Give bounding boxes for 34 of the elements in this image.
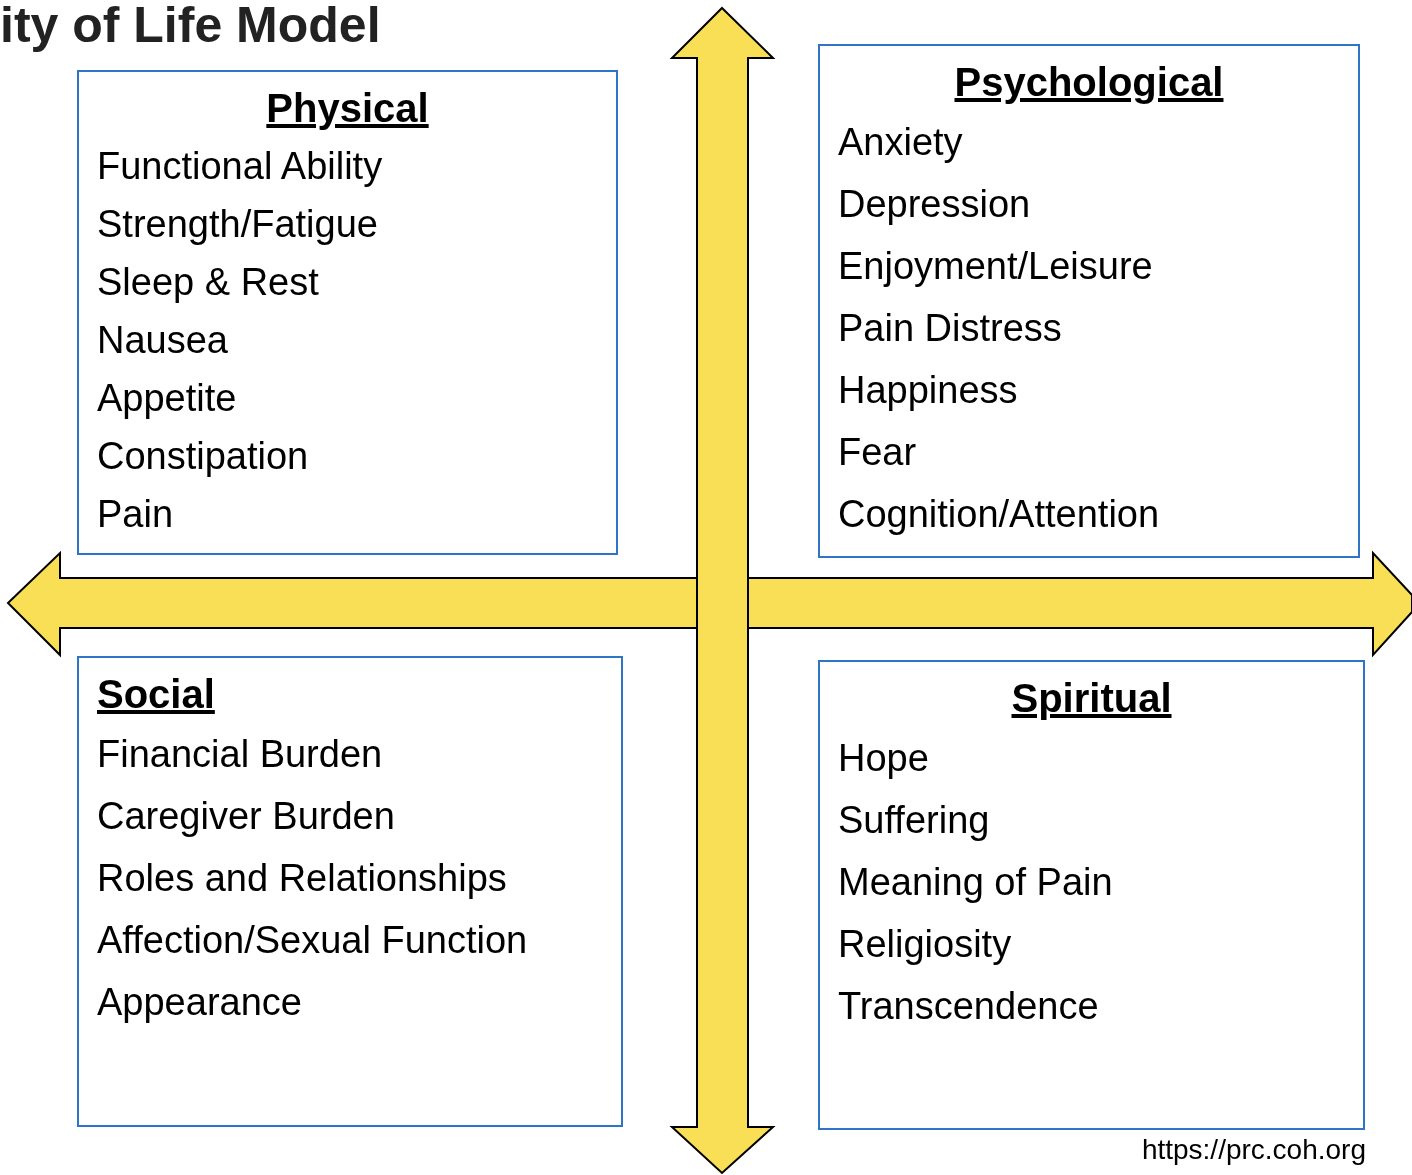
item-text: Financial Burden [97, 732, 383, 777]
item-text: Functional Ability [97, 144, 383, 189]
item-text: Nausea [97, 318, 228, 363]
source-url: https://prc.coh.org [1141, 1134, 1366, 1166]
item-text: Cognition/Attention [838, 492, 1160, 537]
item-text: Anxiety [838, 120, 963, 165]
item-text: Hope [838, 736, 929, 781]
item-text: Roles and Relationships [97, 856, 507, 901]
category-heading: Physical [266, 86, 429, 131]
item-text: Affection/Sexual Function [97, 918, 528, 963]
item-text: Pain Distress [838, 306, 1062, 351]
category-heading: Psychological [954, 60, 1224, 105]
item-text: Strength/Fatigue [97, 202, 378, 247]
item-text: Religiosity [838, 922, 1012, 967]
item-text: Enjoyment/Leisure [838, 244, 1153, 289]
title: ity of Life Model [0, 0, 381, 54]
item-text: Constipation [97, 434, 309, 479]
category-heading: Spiritual [1011, 676, 1172, 721]
item-text: Depression [838, 182, 1031, 227]
category-box [77, 70, 618, 555]
item-text: Appearance [97, 980, 302, 1025]
category-heading: Social [97, 672, 215, 717]
item-text: Suffering [838, 798, 990, 843]
item-text: Happiness [838, 368, 1018, 413]
item-text: Transcendence [838, 984, 1099, 1029]
item-text: Appetite [97, 376, 237, 421]
category-box [77, 656, 623, 1127]
item-text: Pain [97, 492, 174, 537]
item-text: Caregiver Burden [97, 794, 395, 839]
category-box [818, 44, 1360, 558]
item-text: Meaning of Pain [838, 860, 1113, 905]
item-text: Fear [838, 430, 917, 475]
item-text: Sleep & Rest [97, 260, 319, 305]
category-box [818, 660, 1365, 1130]
